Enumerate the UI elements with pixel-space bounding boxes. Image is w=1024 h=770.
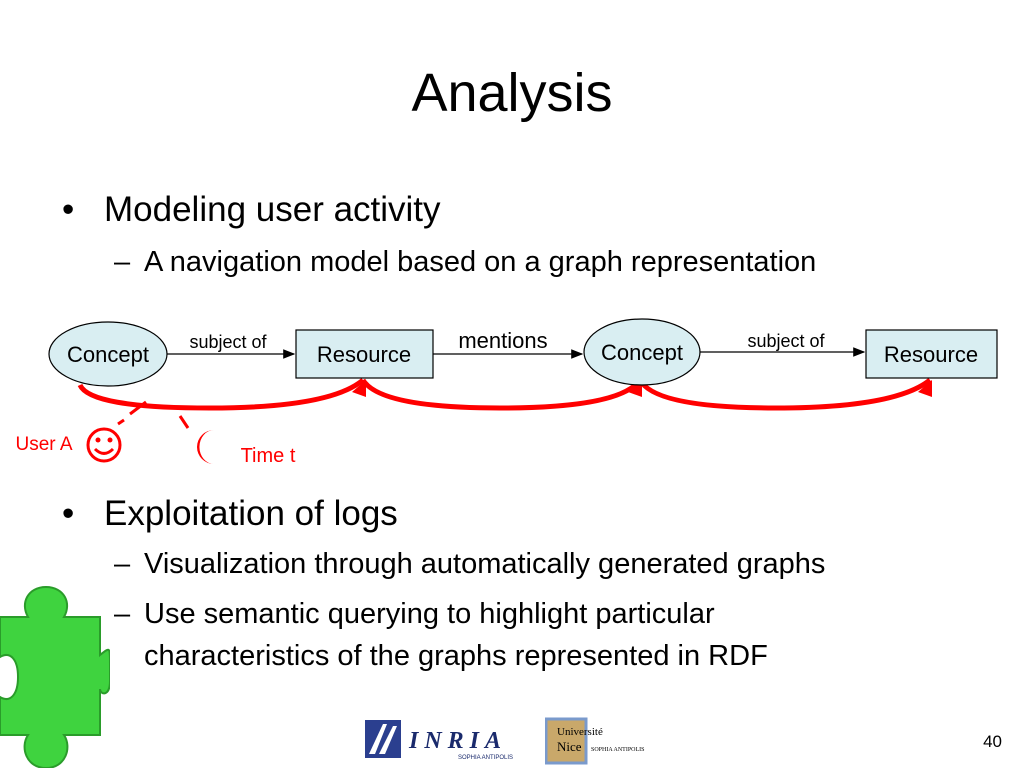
sub-bullet-visualization: –Visualization through automatically gen… xyxy=(114,548,825,581)
sub-text: Use semantic querying to highlight parti… xyxy=(144,598,715,630)
time-connector xyxy=(178,415,190,429)
path-arc-1 xyxy=(77,378,365,411)
time-label: Time t xyxy=(241,445,296,467)
sub-text: Visualization through automatically gene… xyxy=(144,548,826,580)
user-connector-dash xyxy=(117,418,125,426)
crescent-moon-icon xyxy=(197,430,214,464)
bullet-text: Modeling user activity xyxy=(104,190,441,229)
univ-logo-line2: Nice xyxy=(557,739,582,754)
bullet-symbol: • xyxy=(62,190,75,229)
path-arc-2 xyxy=(360,378,643,411)
page-number: 40 xyxy=(983,732,1002,751)
user-connector xyxy=(129,400,147,416)
sub-symbol: – xyxy=(114,548,131,580)
sub-bullet-semantic-querying: –Use semantic querying to highlight part… xyxy=(114,598,715,631)
univ-logo-subtext: SOPHIA ANTIPOLIS xyxy=(591,747,645,753)
navigation-graph-diagram: Concept Resource Concept Resource subjec… xyxy=(15,318,998,467)
edge-subject-of-1-label: subject of xyxy=(189,332,267,352)
path-arc-3 xyxy=(637,378,932,411)
path-arrowhead-3 xyxy=(918,380,932,397)
univ-logo-line1: Université xyxy=(557,726,603,738)
bullet-symbol: • xyxy=(62,494,75,533)
sub-symbol: – xyxy=(114,598,131,630)
node-resource-1 xyxy=(295,329,434,379)
path-arrowhead-1 xyxy=(352,380,366,397)
puzzle-piece-icon xyxy=(0,585,110,768)
sub-bullet-navigation: –A navigation model based on a graph rep… xyxy=(114,246,816,279)
slide-title: Analysis xyxy=(411,63,613,123)
node-resource-2-label: Resource xyxy=(884,342,978,367)
user-label: User A xyxy=(15,434,72,455)
inria-logo-subtext: SOPHIA ANTIPOLIS xyxy=(458,755,513,761)
sub-text: characteristics of the graphs represente… xyxy=(144,640,768,672)
sub-symbol: – xyxy=(114,246,131,278)
inria-logo-text: INRIA xyxy=(408,728,507,754)
edge-mentions-label: mentions xyxy=(458,328,547,353)
bullet-text: Exploitation of logs xyxy=(104,494,398,533)
smiley-icon xyxy=(86,427,122,463)
bullet-modeling: • Modeling user activity xyxy=(62,190,441,230)
node-concept-1-label: Concept xyxy=(67,342,149,367)
node-concept-2-label: Concept xyxy=(601,340,683,365)
inria-logo: INRIA SOPHIA ANTIPOLIS xyxy=(363,714,523,762)
universite-nice-logo: Université Nice SOPHIA ANTIPOLIS xyxy=(544,717,675,765)
sub-bullet-semantic-querying-cont: characteristics of the graphs represente… xyxy=(144,640,768,673)
edge-subject-of-2-label: subject of xyxy=(747,331,825,351)
sub-text: A navigation model based on a graph repr… xyxy=(144,246,817,278)
navigation-path xyxy=(77,378,932,411)
bullet-exploitation: • Exploitation of logs xyxy=(62,494,398,534)
node-resource-1-label: Resource xyxy=(317,342,411,367)
node-resource-2 xyxy=(865,329,998,379)
